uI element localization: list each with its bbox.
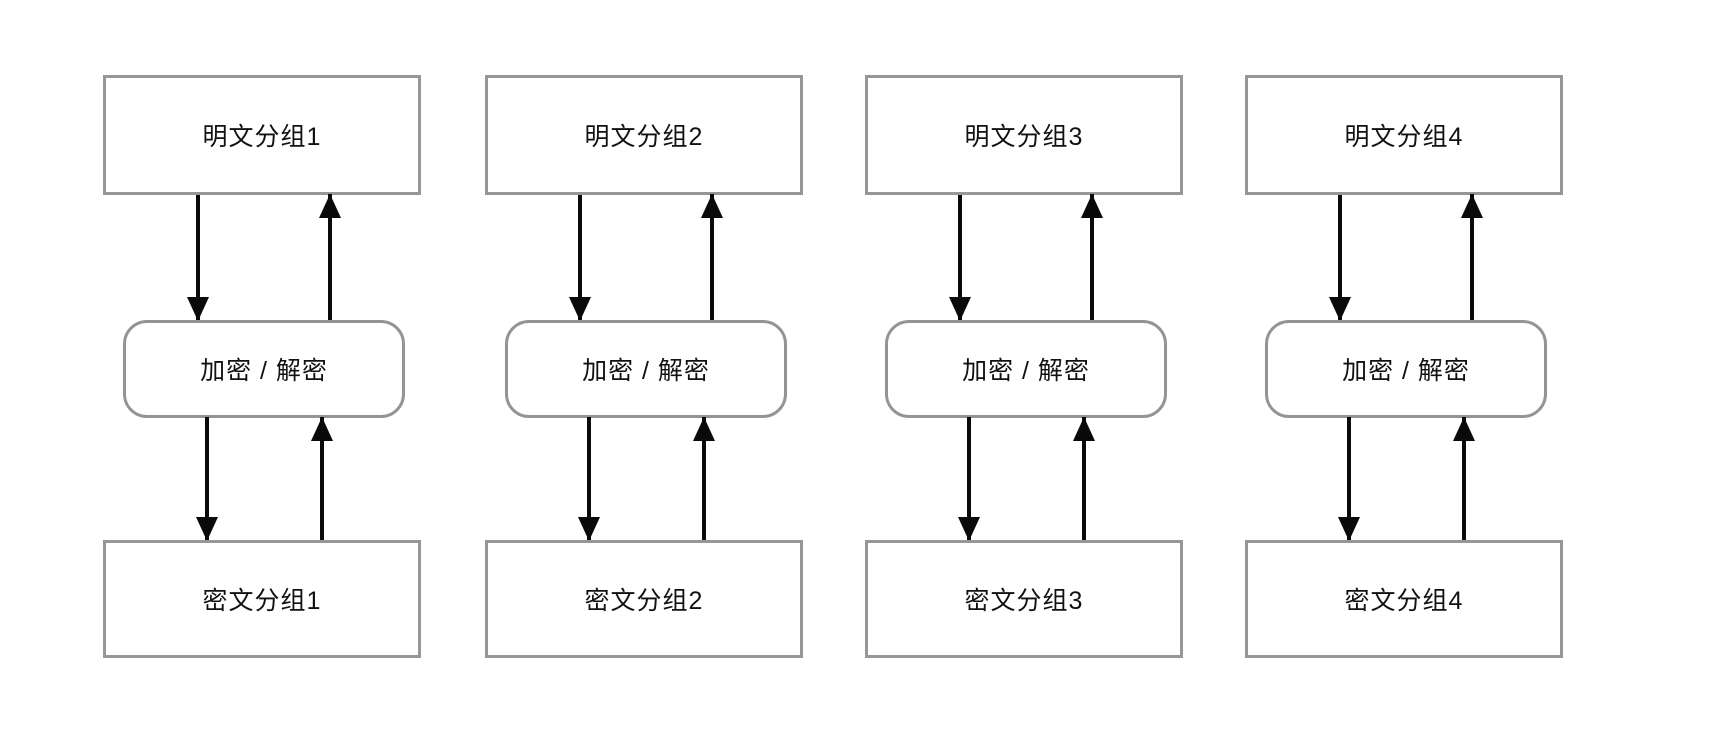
plaintext-block-1: 明文分组1 [103, 75, 421, 195]
plaintext-block-3-label: 明文分组3 [964, 123, 1084, 151]
up-arrow [1073, 417, 1095, 541]
down-arrow [578, 417, 600, 541]
up-arrow [693, 417, 715, 541]
up-arrow [1461, 194, 1483, 321]
down-arrow [1329, 195, 1351, 321]
encrypt-decrypt-block-2: 加密 / 解密 [505, 320, 787, 418]
ciphertext-block-1: 密文分组1 [103, 540, 421, 658]
encrypt-decrypt-block-2-label: 加密 / 解密 [582, 357, 710, 385]
encrypt-decrypt-block-4-label: 加密 / 解密 [1342, 357, 1470, 385]
up-arrow [1081, 194, 1103, 321]
plaintext-block-2: 明文分组2 [485, 75, 803, 195]
plaintext-block-1-label: 明文分组1 [202, 123, 322, 151]
arrowhead-down-icon [949, 297, 971, 321]
encrypt-decrypt-block-4: 加密 / 解密 [1265, 320, 1547, 418]
encrypt-decrypt-block-1-label: 加密 / 解密 [200, 357, 328, 385]
up-arrow [701, 194, 723, 321]
arrowhead-up-icon [1461, 194, 1483, 218]
encrypt-decrypt-block-3-label: 加密 / 解密 [962, 357, 1090, 385]
down-arrow [958, 417, 980, 541]
down-arrow [196, 417, 218, 541]
ciphertext-block-2-label: 密文分组2 [584, 587, 704, 615]
down-arrow [1338, 417, 1360, 541]
arrowhead-up-icon [1081, 194, 1103, 218]
plaintext-block-3: 明文分组3 [865, 75, 1183, 195]
encrypt-decrypt-block-1: 加密 / 解密 [123, 320, 405, 418]
arrowhead-up-icon [319, 194, 341, 218]
arrowhead-down-icon [1329, 297, 1351, 321]
down-arrow [569, 195, 591, 321]
plaintext-block-4-label: 明文分组4 [1344, 123, 1464, 151]
plaintext-block-4: 明文分组4 [1245, 75, 1563, 195]
down-arrow [187, 195, 209, 321]
ciphertext-block-2: 密文分组2 [485, 540, 803, 658]
arrowhead-down-icon [196, 517, 218, 541]
arrowhead-down-icon [569, 297, 591, 321]
ciphertext-block-3: 密文分组3 [865, 540, 1183, 658]
arrowhead-down-icon [578, 517, 600, 541]
up-arrow [311, 417, 333, 541]
arrowhead-up-icon [1453, 417, 1475, 441]
ciphertext-block-1-label: 密文分组1 [202, 587, 322, 615]
arrowhead-down-icon [958, 517, 980, 541]
up-arrow [1453, 417, 1475, 541]
encrypt-decrypt-block-3: 加密 / 解密 [885, 320, 1167, 418]
ciphertext-block-3-label: 密文分组3 [964, 587, 1084, 615]
down-arrow [949, 195, 971, 321]
ciphertext-block-4-label: 密文分组4 [1344, 587, 1464, 615]
arrowhead-up-icon [693, 417, 715, 441]
arrowhead-up-icon [311, 417, 333, 441]
up-arrow [319, 194, 341, 321]
ciphertext-block-4: 密文分组4 [1245, 540, 1563, 658]
plaintext-block-2-label: 明文分组2 [584, 123, 704, 151]
arrowhead-down-icon [1338, 517, 1360, 541]
arrowhead-up-icon [1073, 417, 1095, 441]
arrowhead-up-icon [701, 194, 723, 218]
arrowhead-down-icon [187, 297, 209, 321]
